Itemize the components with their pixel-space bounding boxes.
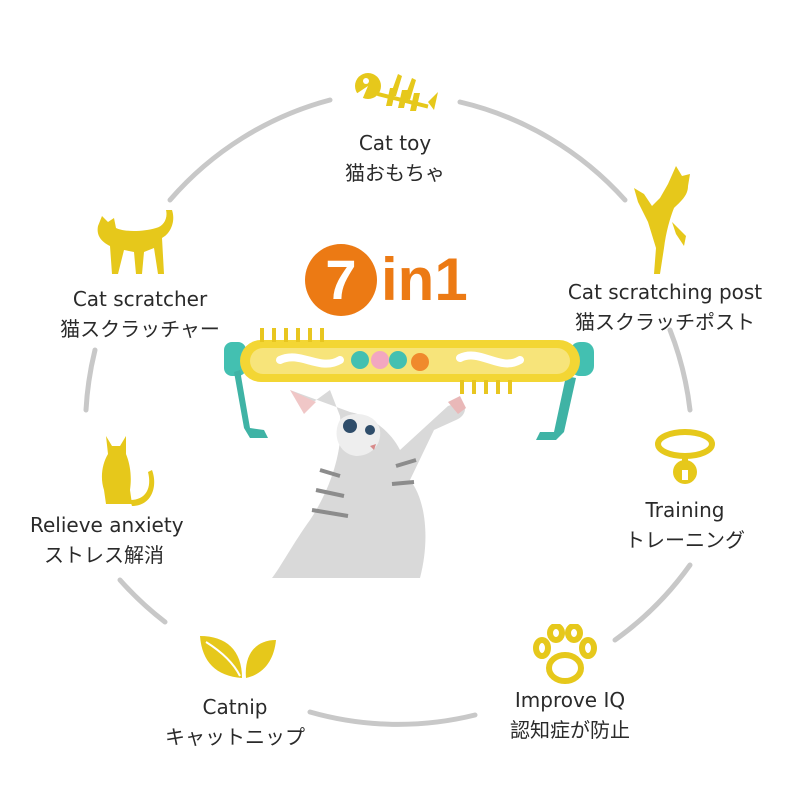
feature-en: Cat toy (358, 131, 432, 155)
feature-en: Cat scratcher (72, 287, 208, 311)
feature-en: Training (645, 498, 725, 522)
feature-cat-toy: Cat toy 猫おもちゃ (300, 128, 490, 188)
feature-jp: 猫スクラッチポスト (575, 310, 755, 334)
feature-cat-scratcher: Cat scratcher 猫スクラッチャー (40, 284, 240, 344)
feature-relieve-anxiety: Relieve anxiety ストレス解消 (30, 510, 230, 570)
ring-arc (167, 97, 333, 203)
ring-arc (667, 327, 693, 413)
feature-jp: 猫おもちゃ (345, 161, 445, 185)
feature-catnip: Catnip キャットニップ (140, 692, 330, 752)
product-image (224, 328, 594, 578)
seven-in-one-badge: 7 in1 (305, 244, 475, 324)
feature-improve-iq: Improve IQ 認知症が防止 (480, 685, 660, 745)
sitting-cat-icon (101, 436, 155, 506)
ring-arc (307, 709, 478, 727)
ring-arc (83, 347, 98, 413)
feature-en: Catnip (202, 695, 268, 719)
toy-track (240, 328, 580, 394)
feature-jp: 猫スクラッチャー (60, 317, 220, 341)
feature-jp: キャットニップ (165, 725, 305, 749)
feature-training: Training トレーニング (600, 495, 770, 555)
walking-cat-icon (97, 210, 174, 274)
jumping-cat-icon (634, 166, 690, 274)
kitten (272, 390, 466, 578)
collar-bell-icon (655, 429, 715, 484)
ring-arc (457, 99, 628, 203)
badge-number: 7 (305, 244, 377, 316)
feature-en: Cat scratching post (567, 280, 763, 304)
fish-bone-icon (355, 73, 438, 111)
feature-scratching-post: Cat scratching post 猫スクラッチポスト (540, 277, 790, 337)
feature-en: Relieve anxiety (30, 513, 184, 537)
badge-text: in1 (381, 246, 468, 313)
ring-arc (117, 577, 168, 625)
feature-jp: トレーニング (625, 528, 745, 552)
ring-arc (612, 562, 693, 643)
feature-jp: 認知症が防止 (510, 718, 630, 742)
feature-jp: ストレス解消 (44, 543, 164, 567)
feature-en: Improve IQ (514, 688, 626, 712)
paw-icon (533, 624, 597, 684)
leaf-icon (200, 636, 276, 678)
